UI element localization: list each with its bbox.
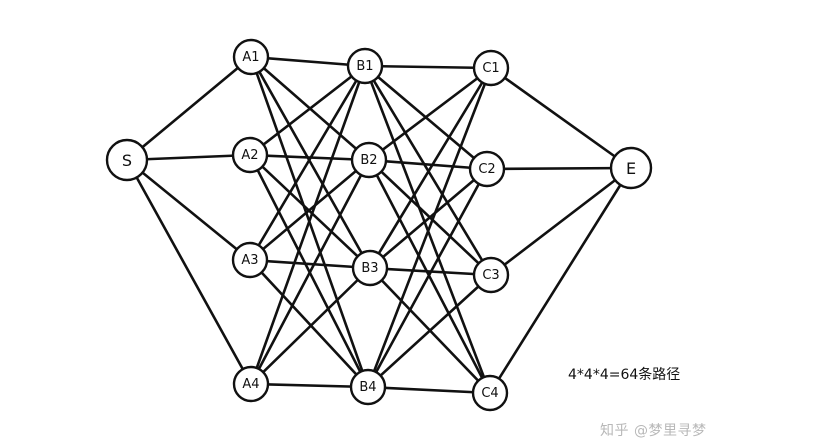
edge-b4-c2 bbox=[366, 167, 489, 389]
node-circle bbox=[105, 138, 149, 182]
edge-a4-b2 bbox=[249, 158, 371, 386]
edge-s-a3 bbox=[125, 158, 252, 262]
node-c2: C2 bbox=[468, 150, 506, 188]
node-circle bbox=[231, 136, 269, 174]
node-circle bbox=[350, 141, 388, 179]
node-label: A3 bbox=[241, 253, 258, 268]
node-label: C3 bbox=[482, 268, 499, 283]
node-b1: B1 bbox=[346, 47, 384, 85]
node-a1: A1 bbox=[232, 38, 270, 76]
node-label: B2 bbox=[360, 153, 377, 168]
node-circle bbox=[609, 146, 653, 190]
node-circle bbox=[471, 374, 509, 412]
node-c3: C3 bbox=[472, 256, 510, 294]
edge-b4-c3 bbox=[366, 273, 493, 389]
edge-s-a4 bbox=[125, 158, 253, 386]
node-circle bbox=[472, 256, 510, 294]
edge-b3-c1 bbox=[368, 66, 493, 270]
edge-a4-b3 bbox=[249, 266, 372, 386]
node-a3: A3 bbox=[231, 241, 269, 279]
edge-c3-e bbox=[489, 166, 633, 277]
node-circle bbox=[346, 47, 384, 85]
node-circle bbox=[232, 365, 270, 403]
edge-a3-b1 bbox=[248, 64, 367, 262]
edge-s-a1 bbox=[125, 55, 253, 162]
edge-a4-b1 bbox=[249, 64, 367, 386]
node-c1: C1 bbox=[472, 49, 510, 87]
edge-a4-b4 bbox=[249, 382, 370, 389]
edge-a1-b3 bbox=[249, 55, 372, 270]
edges-layer bbox=[125, 55, 633, 395]
node-label: A4 bbox=[242, 377, 259, 392]
edge-b3-c2 bbox=[368, 167, 489, 270]
node-circle bbox=[232, 38, 270, 76]
node-b2: B2 bbox=[350, 141, 388, 179]
node-a2: A2 bbox=[231, 136, 269, 174]
node-e: E bbox=[609, 146, 653, 190]
edge-b1-c1 bbox=[363, 64, 493, 70]
edge-a2-b3 bbox=[248, 153, 372, 270]
node-circle bbox=[349, 368, 387, 406]
edge-b4-c1 bbox=[366, 66, 493, 389]
node-circle bbox=[468, 150, 506, 188]
node-label: S bbox=[122, 151, 132, 170]
node-label: A2 bbox=[241, 148, 258, 163]
edge-a1-b1 bbox=[249, 55, 367, 68]
node-label: A1 bbox=[242, 50, 259, 65]
edge-a3-b3 bbox=[248, 258, 372, 270]
edge-a3-b2 bbox=[248, 158, 371, 262]
node-c4: C4 bbox=[471, 374, 509, 412]
edge-a2-b4 bbox=[248, 153, 370, 389]
node-b4: B4 bbox=[349, 368, 387, 406]
node-label: B4 bbox=[359, 380, 376, 395]
edge-a3-b4 bbox=[248, 258, 370, 389]
node-label: B3 bbox=[361, 261, 378, 276]
node-label: E bbox=[626, 159, 636, 178]
edge-b2-c1 bbox=[367, 66, 493, 162]
node-label: C2 bbox=[478, 162, 495, 177]
node-b3: B3 bbox=[351, 249, 389, 287]
zhihu-watermark: 知乎 @梦里寻梦 bbox=[600, 423, 707, 439]
edge-c1-e bbox=[489, 66, 633, 170]
node-circle bbox=[472, 49, 510, 87]
node-circle bbox=[351, 249, 389, 287]
edge-b2-c2 bbox=[367, 158, 489, 171]
edge-a2-b1 bbox=[248, 64, 367, 157]
node-label: C1 bbox=[482, 61, 499, 76]
node-circle bbox=[231, 241, 269, 279]
path-count-caption: 4*4*4=64条路径 bbox=[568, 367, 681, 383]
node-label: C4 bbox=[481, 386, 498, 401]
edge-b4-c4 bbox=[366, 385, 492, 395]
edge-c2-e bbox=[485, 166, 633, 171]
node-a4: A4 bbox=[232, 365, 270, 403]
node-s: S bbox=[105, 138, 149, 182]
node-label: B1 bbox=[356, 59, 373, 74]
edge-c4-e bbox=[488, 166, 633, 395]
